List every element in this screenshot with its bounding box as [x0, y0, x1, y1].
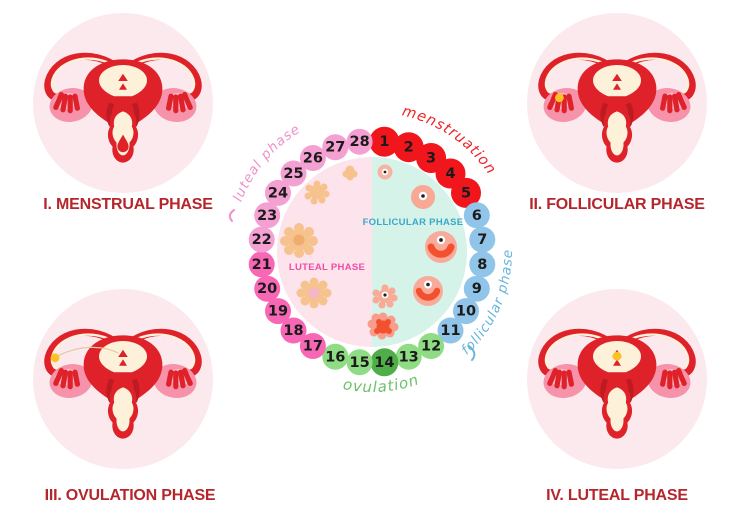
- svg-text:5: 5: [461, 185, 471, 201]
- luteal-phase-illustration: [527, 289, 707, 469]
- egg-path-line: [57, 346, 119, 357]
- corpus-luteum-active-icon: [296, 277, 332, 309]
- corpus-luteum-large-icon: [280, 223, 318, 258]
- uterus-luteal-icon: [529, 305, 705, 457]
- cycle-day-8: 8: [469, 251, 496, 278]
- cycle-day-16: 16: [322, 343, 349, 370]
- ovulation-burst-icon: [367, 312, 399, 340]
- svg-text:19: 19: [268, 304, 288, 320]
- svg-text:13: 13: [399, 349, 419, 365]
- svg-text:22: 22: [252, 232, 272, 248]
- svg-text:10: 10: [456, 304, 476, 320]
- cycle-day-23: 23: [254, 202, 281, 229]
- released-egg-icon: [50, 353, 60, 363]
- cycle-day-5: 5: [451, 177, 481, 208]
- cycle-day-12: 12: [418, 333, 445, 359]
- follicular-flourish-icon: [468, 345, 476, 361]
- svg-text:21: 21: [252, 257, 272, 273]
- follicle-egg-icon: [555, 93, 564, 103]
- cycle-day-18: 18: [280, 317, 307, 344]
- svg-text:23: 23: [257, 208, 277, 224]
- ovulation-phase-illustration: [33, 289, 213, 469]
- svg-text:3: 3: [426, 151, 436, 167]
- svg-text:12: 12: [421, 339, 441, 355]
- svg-text:15: 15: [350, 355, 370, 371]
- svg-text:11: 11: [440, 323, 460, 339]
- svg-text:24: 24: [268, 185, 288, 201]
- follicle-stage-mature-icon: [425, 231, 457, 263]
- cycle-day-24: 24: [265, 179, 291, 206]
- cycle-day-15: 15: [346, 349, 373, 376]
- svg-text:20: 20: [257, 281, 277, 297]
- menstrual-phase-label: I. MENSTRUAL PHASE: [43, 196, 213, 213]
- luteal-flourish-icon: [228, 209, 235, 222]
- cycle-day-11: 11: [437, 317, 464, 344]
- follicular-phase-label: II. FOLLICULAR PHASE: [529, 196, 705, 213]
- cycle-day-6: 6: [463, 202, 490, 229]
- svg-text:16: 16: [325, 349, 345, 365]
- cycle-day-22: 22: [248, 226, 275, 253]
- svg-text:18: 18: [283, 323, 303, 339]
- cycle-day-14: 14: [370, 348, 399, 377]
- svg-text:7: 7: [477, 232, 487, 248]
- luteal-phase-label: IV. LUTEAL PHASE: [546, 487, 688, 504]
- cycle-day-28: 28: [346, 128, 373, 155]
- svg-text:17: 17: [303, 339, 323, 355]
- corpus-luteum-small-icon: [304, 180, 330, 205]
- svg-text:14: 14: [374, 355, 394, 371]
- svg-text:4: 4: [445, 166, 455, 182]
- follicle-stage-preovulatory-icon: [413, 276, 443, 306]
- cycle-day-9: 9: [463, 275, 490, 302]
- cycle-day-27: 27: [322, 134, 349, 161]
- menstrual-phase-illustration: [33, 13, 213, 193]
- follicular-phase-illustration: [527, 13, 707, 193]
- follicle-stage-small-icon: [377, 164, 393, 180]
- ovulation-phase-label: III. OVULATION PHASE: [44, 487, 216, 504]
- uterus-ovulation-icon: [35, 305, 211, 457]
- svg-text:27: 27: [325, 140, 345, 156]
- cycle-day-17: 17: [299, 333, 326, 359]
- cycle-day-25: 25: [280, 160, 307, 187]
- luteal-half-pie: [277, 157, 372, 347]
- svg-text:1: 1: [379, 134, 389, 150]
- corpus-albicans-icon: [342, 165, 358, 181]
- cycle-day-1: 1: [369, 126, 400, 157]
- inner-luteal-phase-label: LUTEAL PHASE: [289, 262, 365, 273]
- cycle-day-21: 21: [248, 251, 275, 278]
- inner-follicular-phase-label: FOLLICULAR PHASE: [363, 217, 464, 228]
- cycle-day-10: 10: [453, 298, 479, 325]
- implanted-egg-icon: [612, 351, 622, 361]
- cycle-day-26: 26: [299, 145, 326, 171]
- cycle-day-19: 19: [265, 298, 291, 325]
- follicle-flower-icon: [372, 284, 398, 309]
- cycle-day-2: 2: [393, 132, 424, 163]
- svg-text:2: 2: [404, 140, 414, 156]
- cycle-day-20: 20: [254, 275, 281, 302]
- svg-text:9: 9: [472, 281, 482, 297]
- svg-text:26: 26: [303, 151, 323, 167]
- uterus-menstrual-icon: [35, 29, 211, 181]
- uterus-follicular-icon: [529, 29, 705, 181]
- follicle-stage-medium-icon: [411, 185, 435, 209]
- cycle-day-13: 13: [395, 343, 422, 370]
- blood-drop-icon: [117, 134, 129, 153]
- cycle-day-7: 7: [469, 226, 496, 253]
- svg-text:28: 28: [350, 134, 370, 150]
- svg-text:25: 25: [283, 166, 303, 182]
- svg-text:6: 6: [472, 208, 482, 224]
- svg-text:8: 8: [477, 257, 487, 273]
